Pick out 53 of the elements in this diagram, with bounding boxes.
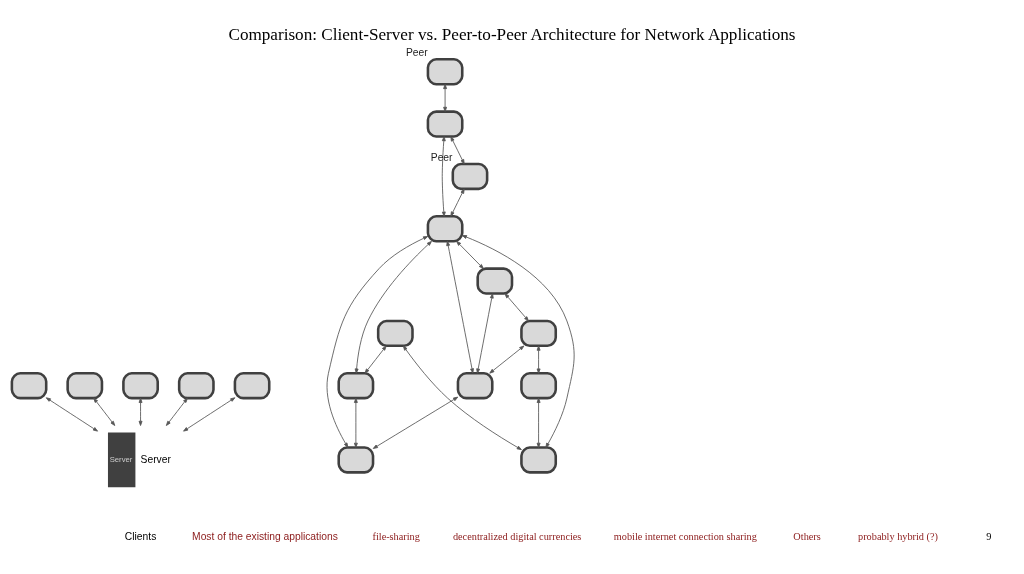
arrow xyxy=(456,240,484,269)
label: Clients xyxy=(124,530,157,542)
node-monitor xyxy=(426,214,464,242)
arrow xyxy=(138,397,143,426)
node-label: Peer xyxy=(405,46,428,58)
arrow xyxy=(446,240,474,373)
node-monitor xyxy=(376,319,414,347)
arrow xyxy=(504,292,529,321)
node-monitor xyxy=(520,445,558,474)
arrow xyxy=(364,345,387,374)
arrow xyxy=(354,240,432,374)
arrow xyxy=(45,396,98,432)
arrow xyxy=(536,345,541,374)
node-box: Server xyxy=(107,431,136,487)
node-monitor xyxy=(177,371,215,399)
label: probably hybrid (?) xyxy=(858,530,938,542)
label: file-sharing xyxy=(372,530,420,542)
arrow xyxy=(450,188,465,217)
node-monitor xyxy=(426,57,464,85)
node-monitor xyxy=(233,371,271,399)
label: mobile internet connection sharing xyxy=(613,530,757,542)
label: Others xyxy=(793,530,821,542)
node-monitor xyxy=(456,371,494,399)
node-monitor xyxy=(520,319,558,347)
arrow xyxy=(536,397,541,448)
arrow xyxy=(165,397,188,426)
label: Most of the existing applications xyxy=(192,530,338,542)
arrow xyxy=(326,235,429,448)
node-monitor xyxy=(426,109,464,138)
arrow xyxy=(93,397,116,426)
node-monitor xyxy=(337,371,375,399)
node-monitor xyxy=(66,371,104,399)
node-monitor xyxy=(122,371,159,399)
arrow xyxy=(441,135,446,217)
node-monitor xyxy=(451,162,489,190)
arrow xyxy=(353,397,358,448)
arrow xyxy=(476,292,494,374)
label: 9 xyxy=(986,530,992,542)
arrow xyxy=(183,396,236,432)
arrow xyxy=(443,83,447,112)
label: decentralized digital currencies xyxy=(452,530,582,542)
arrow xyxy=(461,234,575,448)
diagram-title: Comparison: Client-Server vs. Peer-to-Peer Architecture for Network Applications xyxy=(228,24,796,44)
node-monitor xyxy=(10,371,48,399)
node-monitor xyxy=(476,266,514,295)
node-monitor xyxy=(520,371,558,399)
arrow xyxy=(489,345,525,374)
node-label: Peer xyxy=(430,151,453,163)
arrow xyxy=(450,135,465,164)
node-monitor xyxy=(337,445,375,474)
node-label: Server xyxy=(140,453,171,465)
arrow xyxy=(372,396,459,449)
arrow xyxy=(402,345,522,450)
